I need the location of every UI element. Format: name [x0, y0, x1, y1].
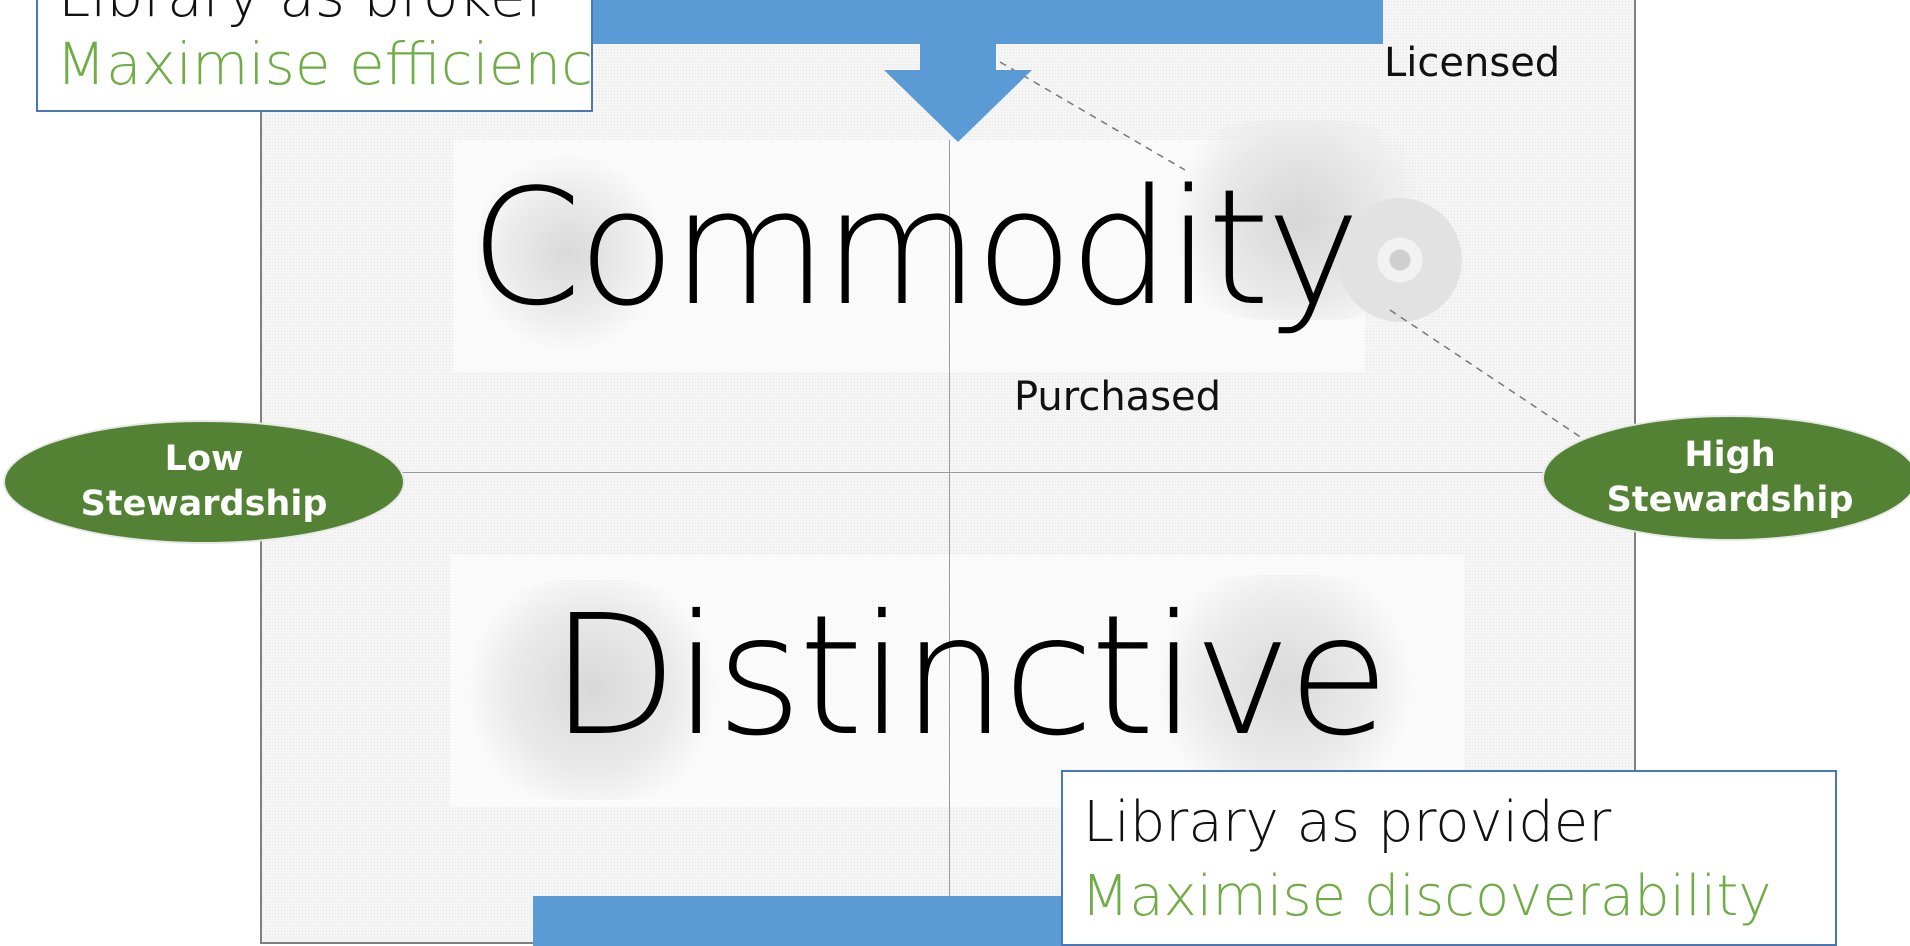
broker-title: Library as broker [58, 0, 549, 30]
camera-image [462, 580, 722, 800]
low-stewardship-line1: Low [164, 438, 244, 479]
high-stewardship-ellipse: High Stewardship [1542, 415, 1910, 541]
broker-box: Library as broker Maximise efficiency [36, 0, 593, 112]
globe-image [478, 148, 658, 358]
down-arrow-icon [884, 38, 1032, 142]
high-stewardship-line1: High [1684, 434, 1776, 475]
commodity-label: Commodity [470, 154, 1361, 341]
low-stewardship-line2: Stewardship [80, 484, 328, 524]
low-stewardship-ellipse: Low Stewardship [3, 420, 405, 544]
high-stewardship-line2: Stewardship [1606, 480, 1854, 520]
licensed-label: Licensed [1384, 40, 1561, 86]
disc-icon [1338, 198, 1462, 322]
purchased-label: Purchased [1014, 374, 1222, 420]
vertical-axis [949, 140, 950, 898]
distinctive-label: Distinctive [550, 580, 1390, 773]
newspaper-image [1150, 575, 1420, 795]
horizontal-axis [401, 472, 1637, 473]
top-arrow-bar [580, 0, 1383, 44]
bottom-arrow-bar [533, 896, 1073, 946]
provider-title: Library as provider [1083, 790, 1612, 855]
provider-box: Library as provider Maximise discoverabi… [1061, 770, 1837, 946]
provider-subtitle: Maximise discoverability [1081, 864, 1772, 929]
broker-subtitle: Maximise efficiency [56, 30, 593, 98]
